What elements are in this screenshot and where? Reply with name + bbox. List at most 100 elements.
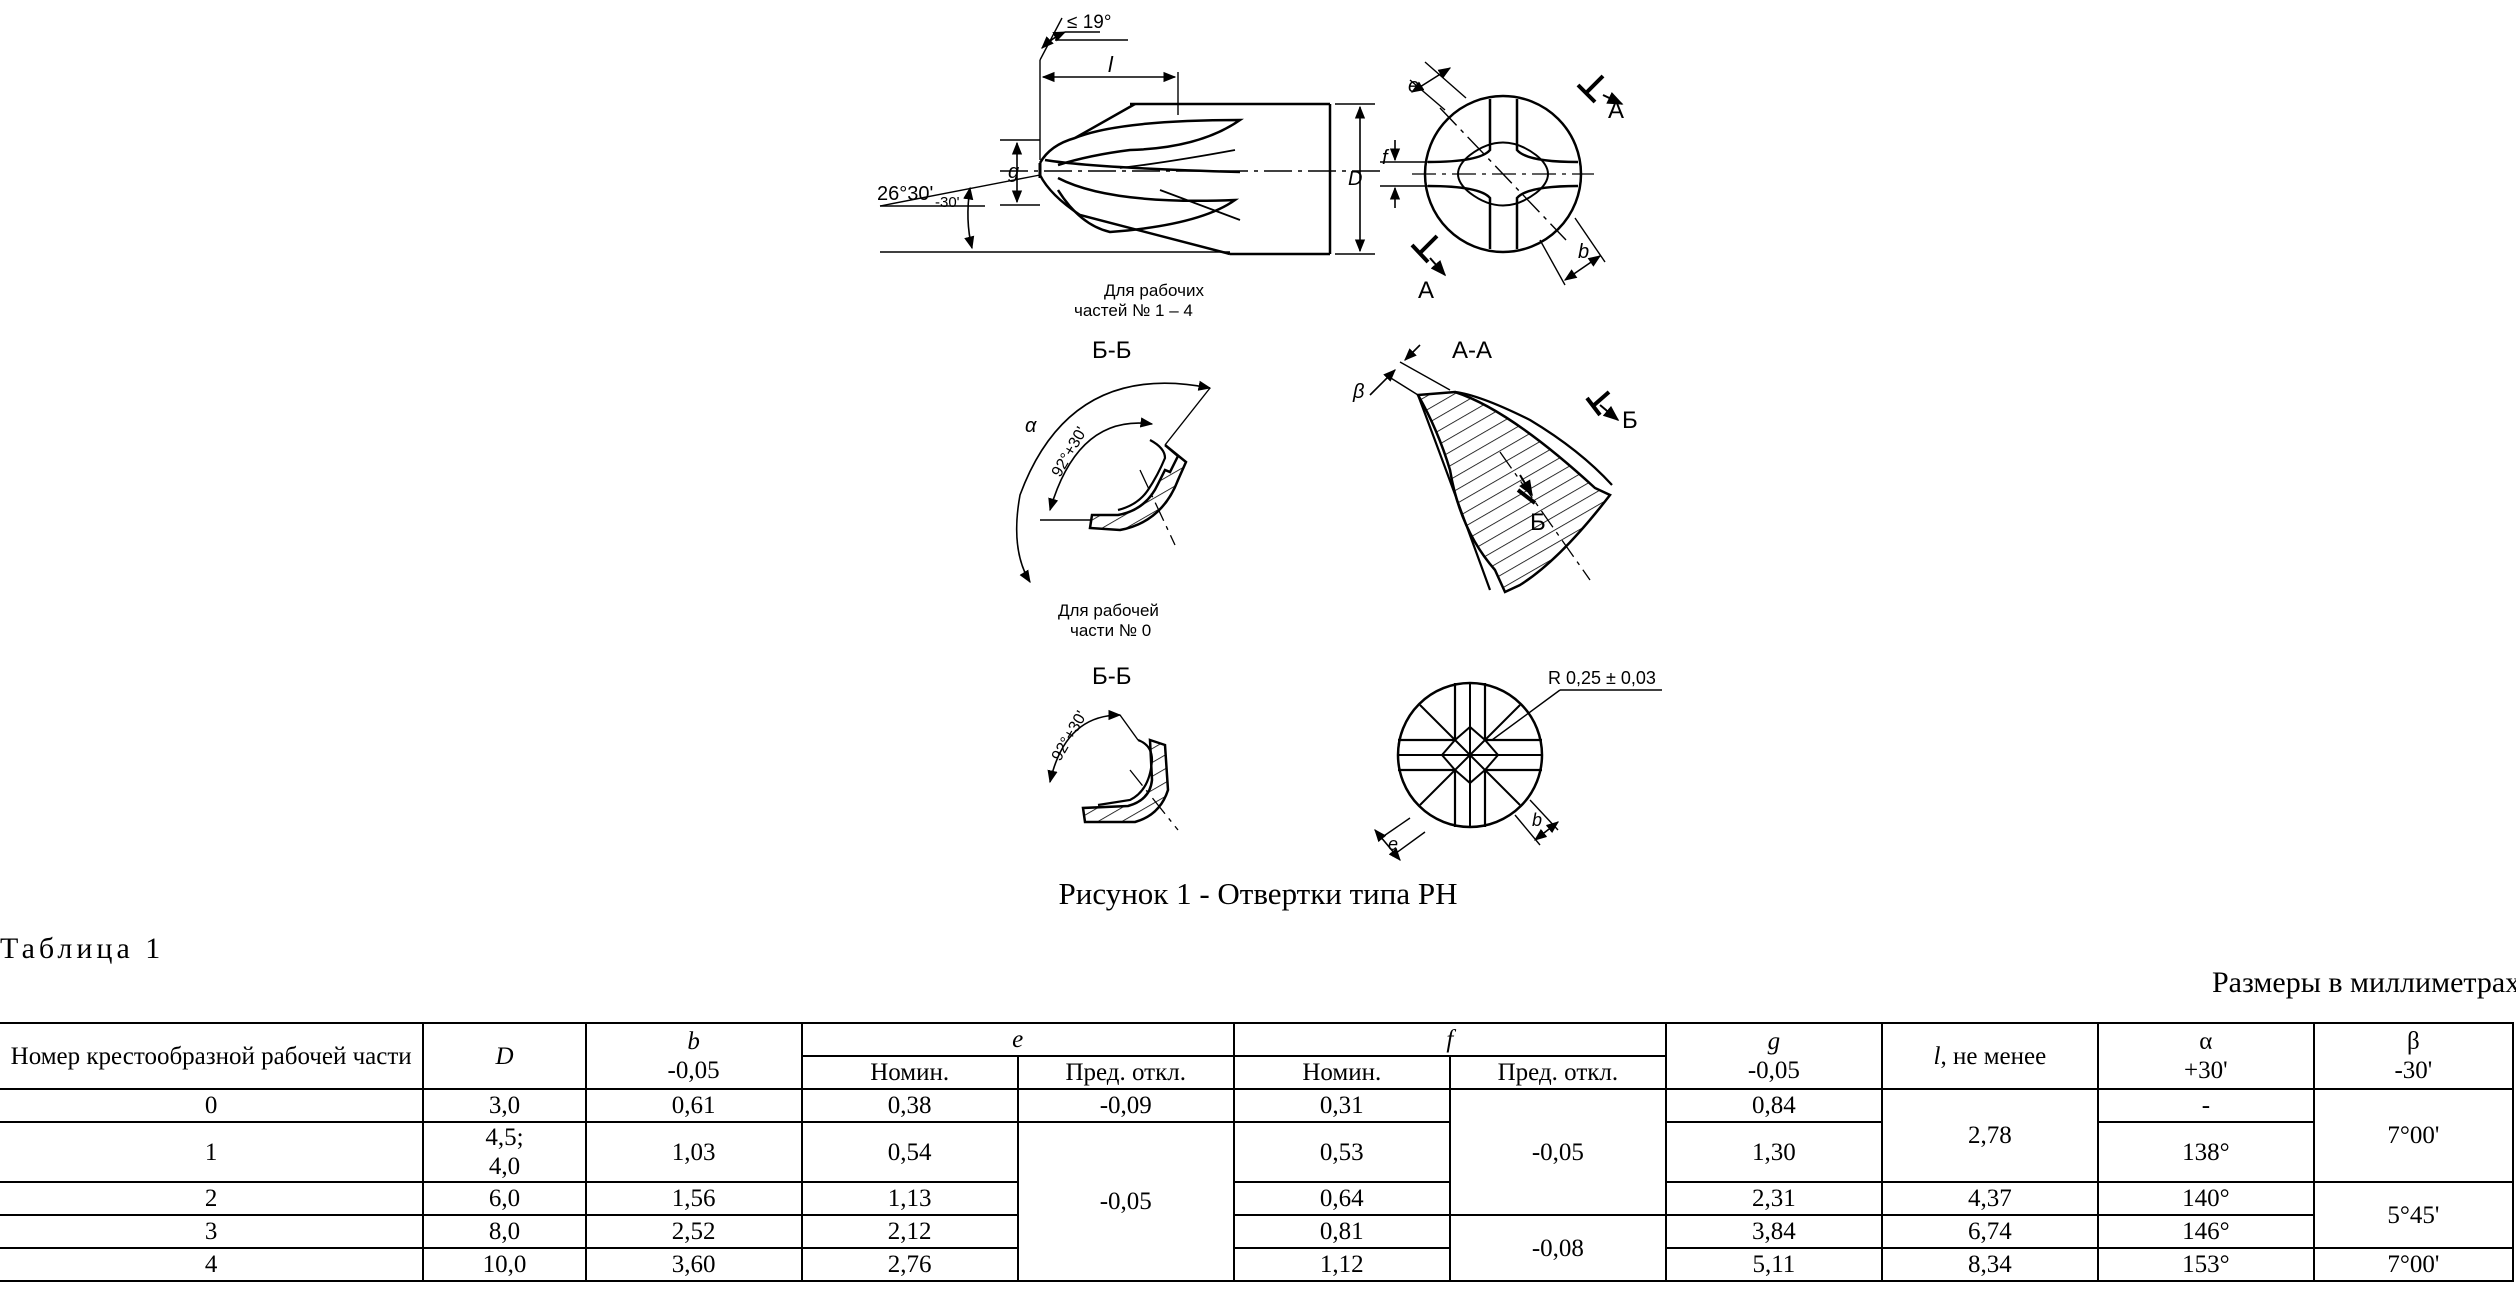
label-tip-angle: ≤ 19° [1067,12,1111,33]
header-e-dev: Пред. откл. [1016,1055,1235,1090]
cell-num: 4 [0,1247,425,1282]
label-radius-note: R 0,25 ± 0,03 [1548,668,1656,688]
cell-b: 3,60 [584,1247,803,1282]
label-section-b-mark: Б [1622,407,1638,434]
cell-f-dev-merged: -0,05 [1448,1088,1667,1216]
label-D: D [1348,168,1362,190]
header-l: l, не менее [1880,1022,2099,1090]
table-row: 3 8,0 2,52 2,12 0,81 -0,08 3,84 6,74 146… [0,1214,2513,1282]
cell-num: 0 [0,1088,425,1123]
cell-D-line2: 4,0 [488,1153,521,1180]
cell-e-nom: 0,38 [800,1088,1019,1123]
cell-D: 10,0 [422,1247,587,1282]
header-e: e [800,1022,1235,1057]
label-section-a-top: A [1608,97,1624,124]
header-l-suffix: , не менее [1940,1042,2047,1070]
cell-b: 1,56 [584,1181,803,1216]
header-b-sym: b [687,1028,700,1055]
label-l: l [1108,52,1114,77]
label-g: g [1008,161,1019,183]
cell-num: 3 [0,1214,425,1249]
drawing-labels: ≤ 19° l 26°30' -30' g D e f b A A Для ра… [877,12,1656,854]
header-beta-sym: β [2407,1028,2420,1055]
header-beta: β-30' [2312,1022,2515,1090]
cell-D: 4,5;4,0 [422,1121,587,1183]
cell-D: 3,0 [422,1088,587,1123]
cell-D-line1: 4,5; [485,1124,524,1151]
header-f-sym: f [1446,1026,1454,1053]
label-b-lower: b [1532,810,1542,830]
label-section-aa: A-A [1452,337,1492,364]
label-e-lower: e [1388,834,1398,854]
table-row: 1 4,5;4,0 1,03 0,54 -0,05 0,53 1,30 138° [0,1121,2513,1282]
header-f-nom: Номин. [1232,1055,1451,1090]
table-row: 0 3,0 0,61 0,38 -0,09 0,31 -0,05 0,84 2,… [0,1088,2515,1216]
cell-alpha: 138° [2096,1121,2315,1183]
cell-e-nom: 1,13 [800,1181,1019,1216]
tip-end-view [1380,61,1624,286]
label-parts-1-4-line1: Для рабочих [1104,281,1204,300]
table-header-row-2: Номин. Пред. откл. Номин. Пред. откл. [0,1055,2513,1090]
header-D: D [422,1022,587,1090]
cell-l: 6,74 [1880,1214,2099,1249]
header-num: Номер крестообразной рабочей части [0,1022,425,1090]
cell-f-nom: 0,81 [1232,1214,1451,1249]
label-alpha: α [1025,415,1037,437]
cell-e-nom: 2,76 [800,1247,1019,1282]
cell-beta: 7°00' [2312,1247,2515,1282]
header-D-text: D [495,1042,514,1070]
label-b: b [1578,241,1589,263]
label-part-0-line1: Для рабочей [1058,601,1159,620]
cell-e-dev-merged: -0,05 [1016,1121,1235,1282]
cell-g: 3,84 [1664,1214,1883,1249]
header-b-tol: -0,05 [667,1057,720,1084]
cell-D: 6,0 [422,1181,587,1216]
cell-num: 1 [0,1121,425,1183]
header-alpha: α+30' [2096,1022,2315,1090]
cell-g: 2,31 [1664,1181,1883,1216]
technical-drawing: ≤ 19° l 26°30' -30' g D e f b A A Для ра… [877,12,1662,861]
dimensions-table: Номер крестообразной рабочей части D b-0… [0,1022,2515,1282]
header-e-sym: e [1012,1026,1024,1053]
table-row: 4 10,0 3,60 2,76 1,12 5,11 8,34 153° 7°0… [0,1247,2515,1282]
label-section-b-inner: Б [1530,509,1546,536]
cell-f-nom: 0,53 [1232,1121,1451,1183]
cell-f-dev-merged: -0,08 [1448,1214,1667,1282]
cell-alpha: 146° [2096,1214,2315,1249]
units-note: Размеры в миллиметрах [2212,966,2516,999]
cell-l: 4,37 [1880,1181,2099,1216]
label-section-bb-lower: Б-Б [1092,663,1132,690]
cell-num: 2 [0,1181,425,1216]
cell-f-nom: 1,12 [1232,1247,1451,1282]
cell-e-nom: 2,12 [800,1214,1019,1249]
header-l-sym: l [1933,1042,1941,1070]
header-f: f [1232,1022,1667,1057]
figure-caption: Рисунок 1 - Отвертки типа PH [1058,876,1458,911]
header-beta-tol: -30' [2394,1057,2433,1084]
cell-alpha: 153° [2096,1247,2315,1282]
cell-g: 1,30 [1664,1121,1883,1183]
header-b: b-0,05 [584,1022,803,1090]
label-beta: β [1352,381,1364,403]
label-f: f [1382,147,1390,169]
cell-b: 0,61 [584,1088,803,1123]
cell-b: 1,03 [584,1121,803,1183]
header-g: g-0,05 [1664,1022,1883,1090]
section-aa [1369,344,1620,594]
cell-g: 0,84 [1664,1088,1883,1123]
cell-g: 5,11 [1664,1247,1883,1282]
label-angle-92-lower: 92°+30' [1049,708,1091,764]
header-f-dev: Пред. откл. [1448,1055,1667,1090]
cell-l-merged: 2,78 [1880,1088,2099,1183]
label-section-a-bottom: A [1418,277,1434,304]
header-e-nom: Номин. [800,1055,1019,1090]
tip-side-view [879,17,1380,256]
label-part-0-line2: части № 0 [1070,621,1151,640]
label-parts-1-4-line2: частей № 1 – 4 [1074,301,1193,320]
table-row: 2 6,0 1,56 1,13 0,64 2,31 4,37 140° 5°45… [0,1181,2515,1249]
header-alpha-tol: +30' [2184,1057,2228,1084]
label-e: e [1408,75,1419,97]
tip-end-view-part0 [1374,681,1662,861]
label-point-angle-tol: -30' [935,194,960,211]
label-section-bb-upper: Б-Б [1092,337,1132,364]
